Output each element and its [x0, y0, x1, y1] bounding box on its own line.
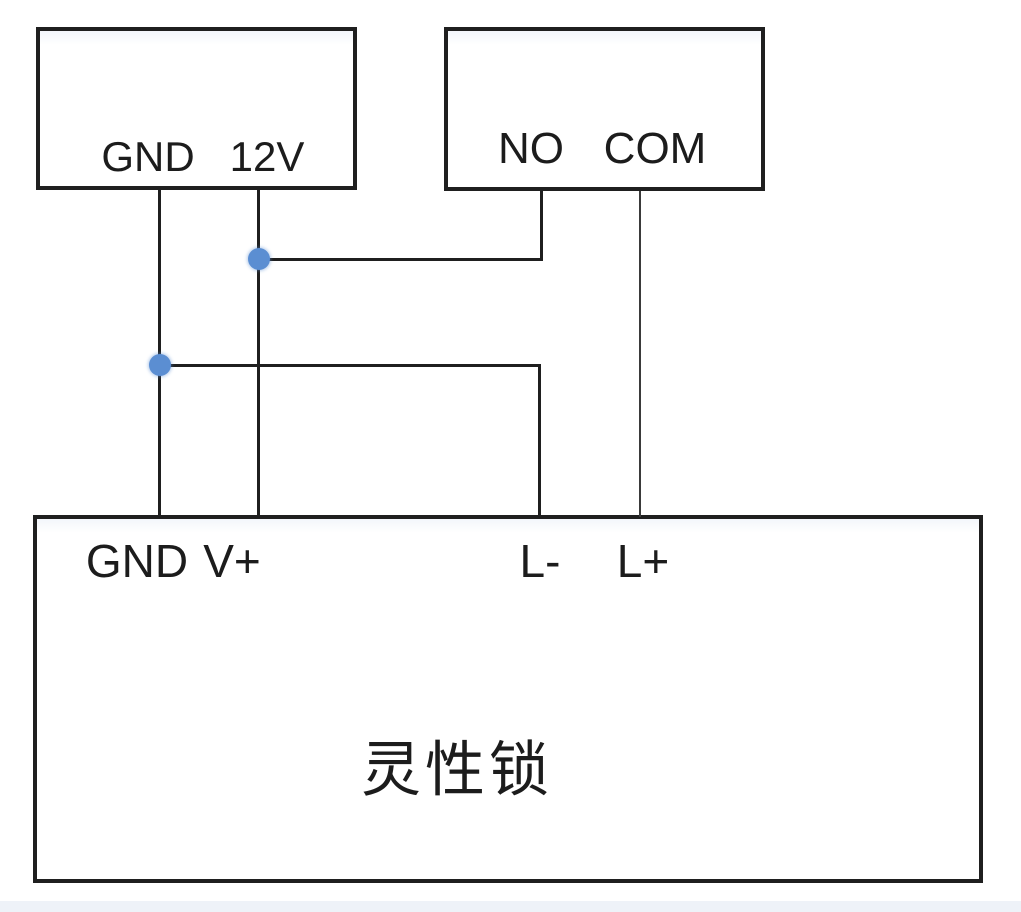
wire-no-to-12v-horizontal: [258, 258, 543, 261]
wire-relay-com-vertical: [639, 191, 641, 517]
wire-power-gnd-vertical: [158, 190, 161, 515]
lock-terminal-vplus-label: V+: [203, 535, 261, 587]
wire-lminus-vertical: [538, 364, 541, 515]
wire-power-12v-vertical: [257, 190, 260, 515]
junction-dot-12v-no: [248, 248, 270, 270]
wire-relay-no-vertical: [540, 191, 543, 261]
box-tint: [448, 31, 761, 45]
relay-terminal-no-label: NO: [498, 124, 564, 173]
lock-name-label: 灵性锁: [361, 736, 553, 804]
box-tint: [40, 31, 353, 45]
power-terminal-gnd-label: GND: [101, 133, 195, 180]
box-tint: [37, 519, 979, 533]
power-terminal-12v-label: 12V: [229, 133, 305, 180]
junction-dot-gnd-lminus: [149, 354, 171, 376]
relay-terminal-com-label: COM: [603, 124, 707, 173]
lock-terminal-gnd-label: GND: [85, 535, 189, 587]
lock-terminal-lminus-label: L-: [519, 535, 561, 587]
bottom-shade: [0, 901, 1021, 912]
wire-gnd-to-lminus-horizontal: [159, 364, 541, 367]
power-box: [36, 27, 357, 190]
lock-terminal-lplus-label: L+: [616, 535, 670, 587]
